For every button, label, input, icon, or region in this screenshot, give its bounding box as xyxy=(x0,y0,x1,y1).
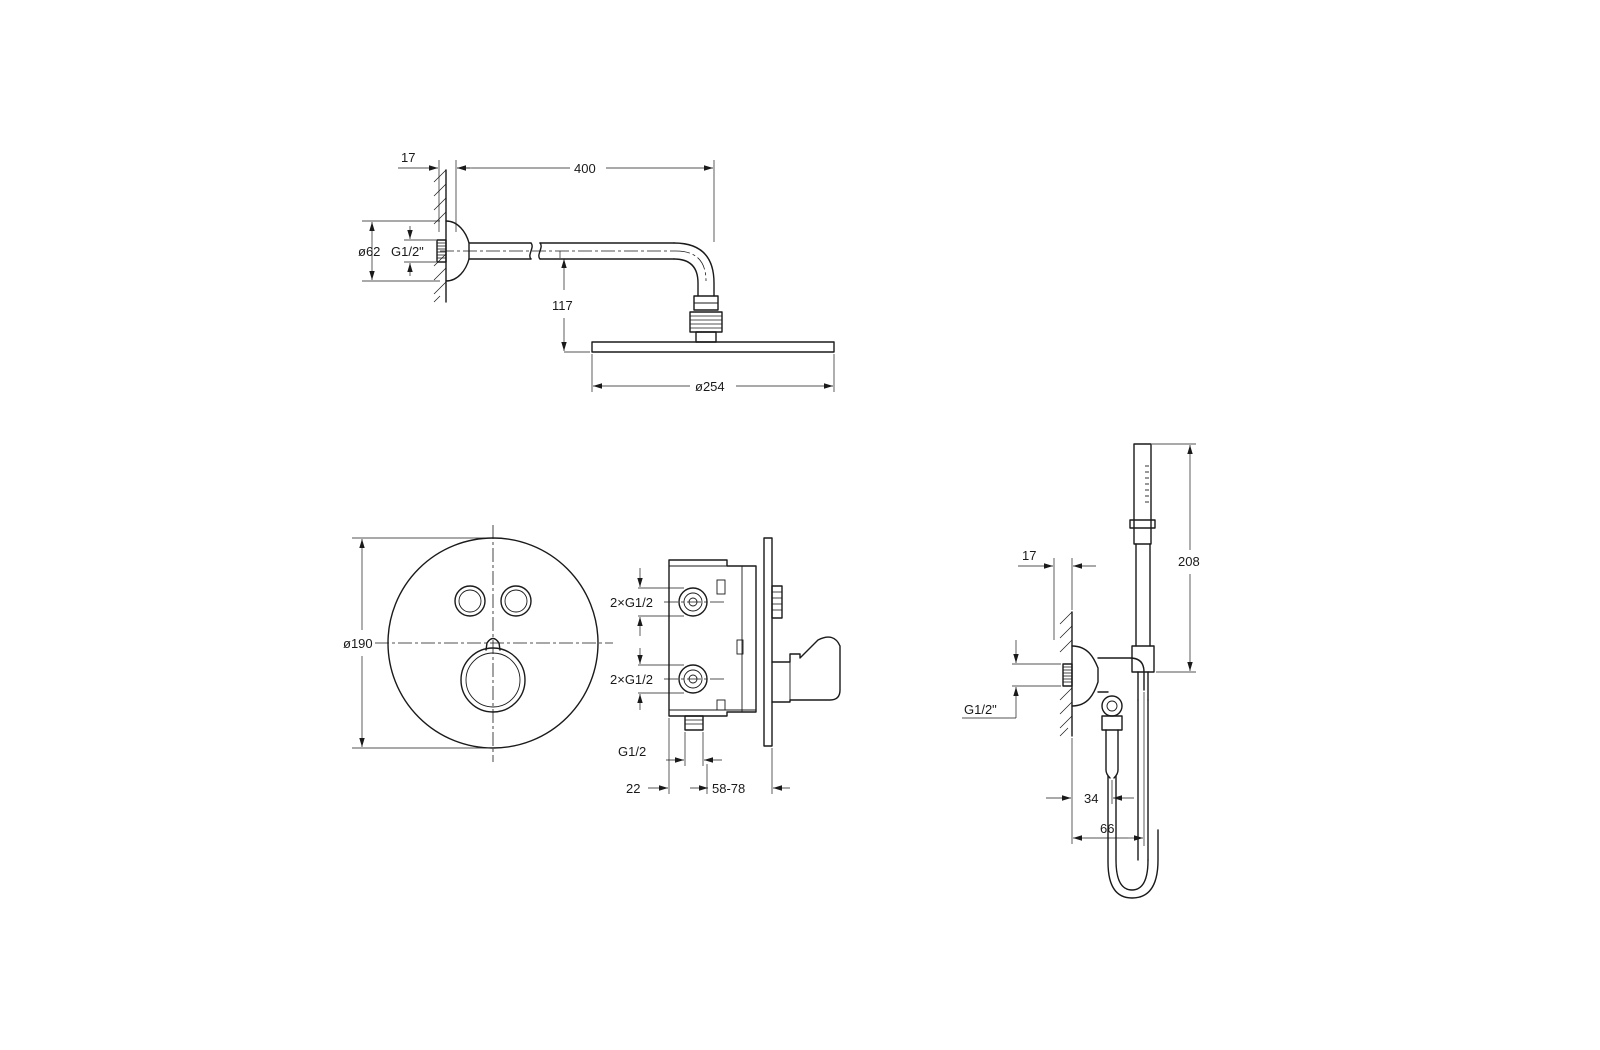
dim-hand-wall-depth: 17 xyxy=(1018,548,1096,640)
outlet-bottom xyxy=(664,664,726,694)
dim-400-label: 400 xyxy=(574,161,596,176)
dim-58-78-label: 58-78 xyxy=(712,781,745,796)
shower-arm-view: 17 400 ø62 G1/2" xyxy=(358,150,835,394)
dim-254-label: ø254 xyxy=(695,379,725,394)
arm-pipe xyxy=(440,242,715,297)
dim-outlets-bottom-label: 2×G1/2 xyxy=(610,672,653,687)
dim-117-label: 117 xyxy=(552,298,573,313)
dim-holder-projection: 66 xyxy=(1073,692,1145,846)
wall-hatch xyxy=(433,169,447,303)
push-button-left xyxy=(454,585,486,617)
side-button xyxy=(771,585,783,619)
side-cover-plate xyxy=(763,537,773,747)
dim-bottom-thread: G1/2 xyxy=(618,732,722,766)
hand-shower-view: 17 208 G1/2" 34 xyxy=(962,443,1200,899)
shower-head xyxy=(591,341,835,353)
holder-elbow xyxy=(1097,657,1145,779)
dim-hand-height: 208 xyxy=(1152,443,1200,673)
dim-outlet-offset: 34 xyxy=(1046,738,1134,844)
dim-arm-length: 400 xyxy=(457,160,715,242)
dim-66-label: 66 xyxy=(1100,821,1114,836)
dim-plate-offset: 22 58-78 xyxy=(626,718,790,796)
dim-drop-height: 117 xyxy=(552,251,590,353)
dim-62-label: ø62 xyxy=(358,244,380,259)
dim-bottom-thread-label: G1/2 xyxy=(618,744,646,759)
dim-17-label: 17 xyxy=(401,150,415,165)
outlet-top xyxy=(664,587,726,617)
dim-outlets-bottom: 2×G1/2 xyxy=(610,648,684,710)
wall-thread xyxy=(436,239,447,263)
dim-outlets-top: 2×G1/2 xyxy=(610,568,684,636)
mixer-side-view: 2×G1/2 2×G1/2 G1/2 22 58-78 xyxy=(610,537,841,796)
bottom-thread xyxy=(684,715,704,731)
dim-22-label: 22 xyxy=(626,781,640,796)
dim-hand-thread: G1/2" xyxy=(962,640,1061,719)
hose xyxy=(1107,699,1159,899)
side-knob xyxy=(771,636,841,703)
head-connector xyxy=(689,295,723,343)
dim-hand-thread-label: G1/2" xyxy=(964,702,997,717)
dim-hand-17-label: 17 xyxy=(1022,548,1036,563)
dim-208-label: 208 xyxy=(1178,554,1200,569)
push-button-right xyxy=(500,585,532,617)
dim-thread-label: G1/2" xyxy=(391,244,424,259)
hand-wall-thread xyxy=(1062,663,1073,687)
dim-plate-diameter: ø190 xyxy=(343,537,490,749)
hand-shower-head xyxy=(1129,443,1156,701)
dim-wall-depth: 17 xyxy=(398,150,470,232)
thermostat-knob xyxy=(460,637,526,713)
hand-flange xyxy=(1071,645,1099,707)
dim-190-label: ø190 xyxy=(343,636,373,651)
dim-arm-thread: G1/2" xyxy=(391,226,436,276)
dim-outlets-top-label: 2×G1/2 xyxy=(610,595,653,610)
hand-wall-hatch xyxy=(1059,611,1073,737)
dim-flange-diameter: ø62 xyxy=(358,220,440,282)
valve-body xyxy=(668,559,757,717)
dim-head-diameter: ø254 xyxy=(591,354,835,394)
dim-34-label: 34 xyxy=(1084,791,1098,806)
mixer-front-view: ø190 xyxy=(343,525,613,762)
